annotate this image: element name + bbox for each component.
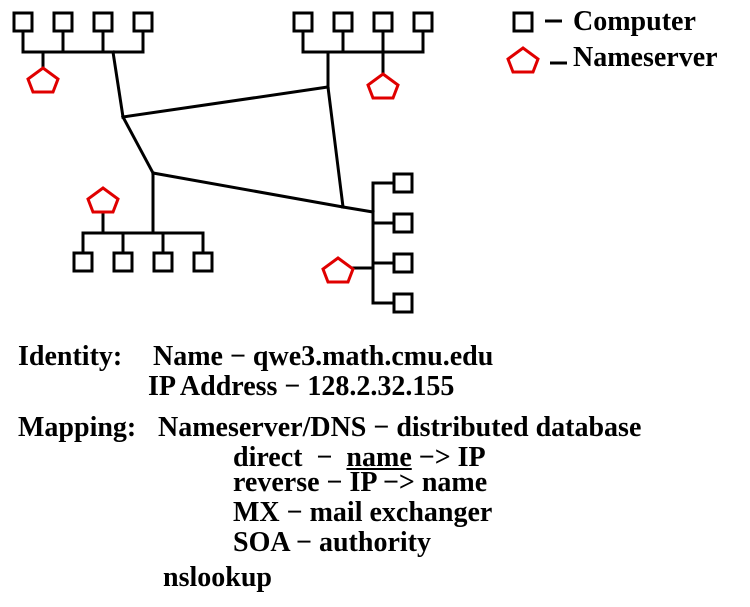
computer-icon [372,11,394,33]
computer-icon [92,11,114,33]
lan-top-right [301,31,425,76]
mapping-mx-line: MX − mail exchanger [233,497,493,528]
identity-heading: Identity: [18,341,123,372]
direct-suffix: −> IP [411,442,486,473]
computer-icon [392,292,414,314]
nameserver-icon [366,72,400,100]
computer-icon [12,11,34,33]
nameserver-icon [26,66,60,94]
computer-icon [132,11,154,33]
computer-icon [192,251,214,273]
legend-nameserver-label: Nameserver [573,42,718,73]
computer-icon [52,11,74,33]
legend-nameserver-icon [506,46,540,74]
computer-icon [72,251,94,273]
computer-icon [152,251,174,273]
mapping-dns-line: Nameserver/DNS − distributed database [158,412,642,443]
nameserver-icon [321,256,355,284]
lan-top-left [21,31,145,70]
identity-ip-line: IP Address − 128.2.32.155 [148,371,455,402]
computer-icon [112,251,134,273]
lan-right [351,181,395,305]
nslookup-label: nslookup [163,562,272,593]
legend-computer-icon [512,11,534,33]
mapping-heading: Mapping: [18,412,137,443]
computer-icon [332,11,354,33]
computer-icon [392,252,414,274]
backbone-links [111,50,375,235]
mapping-soa-line: SOA − authority [233,527,431,558]
lan-bottom-left [81,211,205,254]
mapping-reverse-line: reverse − IP −> name [233,467,488,498]
computer-icon [392,212,414,234]
computer-icon [292,11,314,33]
mapping-direct-line: direct − name −> IP [233,443,486,473]
direct-prefix: direct − [233,442,347,473]
computer-icon [412,11,434,33]
computer-icon [392,172,414,194]
nameserver-icon [86,186,120,214]
identity-name-line: Name − qwe3.math.cmu.edu [153,341,494,372]
direct-underlined-word: name [346,442,412,473]
legend-computer-label: Computer [573,6,696,37]
